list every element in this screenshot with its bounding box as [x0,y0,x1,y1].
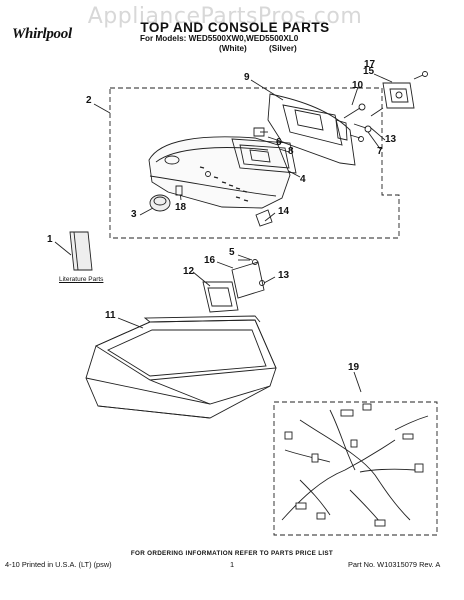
washer-top-lid [85,319,277,419]
callout-7: 7 [377,146,383,157]
callout-18: 18 [175,202,187,213]
literature-parts-label: Literature Parts [59,276,104,283]
variant-white: (White) [219,44,247,53]
print-info: 4-10 Printed in U.S.A. (LT) (psw) [5,560,112,569]
variant-silver: (Silver) [269,44,297,53]
watermark-text: AppliancePartsPros.com [87,4,363,29]
console-panel [148,136,291,209]
callout-3: 3 [131,209,137,220]
callout-13-lower: 13 [278,270,290,281]
callout-5: 5 [229,247,235,258]
callout-19: 19 [348,362,360,373]
callout-4: 4 [300,174,306,185]
callout-13-upper: 13 [385,134,397,145]
page-title: TOP AND CONSOLE PARTS [140,20,330,35]
callout-8: 8 [288,146,294,157]
callout-9: 9 [244,72,250,83]
callout-1: 1 [47,234,53,245]
callout-11: 11 [105,310,116,321]
brand-logo: Whirlpool [12,26,72,42]
callout-17: 17 [364,59,376,70]
part-number: Part No. W10315079 Rev. A [348,560,441,569]
callout-12: 12 [183,266,195,277]
callout-10: 10 [352,80,364,91]
bracket-part [382,82,415,109]
wire-harness-box [273,401,438,536]
ordering-note: FOR ORDERING INFORMATION REFER TO PARTS … [130,550,334,557]
console-rear-panel [267,93,356,166]
page-number: 1 [230,560,235,569]
callout-16: 16 [204,255,216,266]
callout-2: 2 [86,95,92,106]
literature-booklet [69,231,93,271]
lid-switch-assembly [202,281,239,313]
model-numbers: For Models: WED5500XW0,WED5500XL0 [140,34,299,43]
callout-14: 14 [278,206,290,217]
console-assembly-box [109,87,400,239]
user-interface-board [231,138,297,174]
callout-6: 6 [276,137,282,148]
callout-15: 15 [363,66,375,77]
